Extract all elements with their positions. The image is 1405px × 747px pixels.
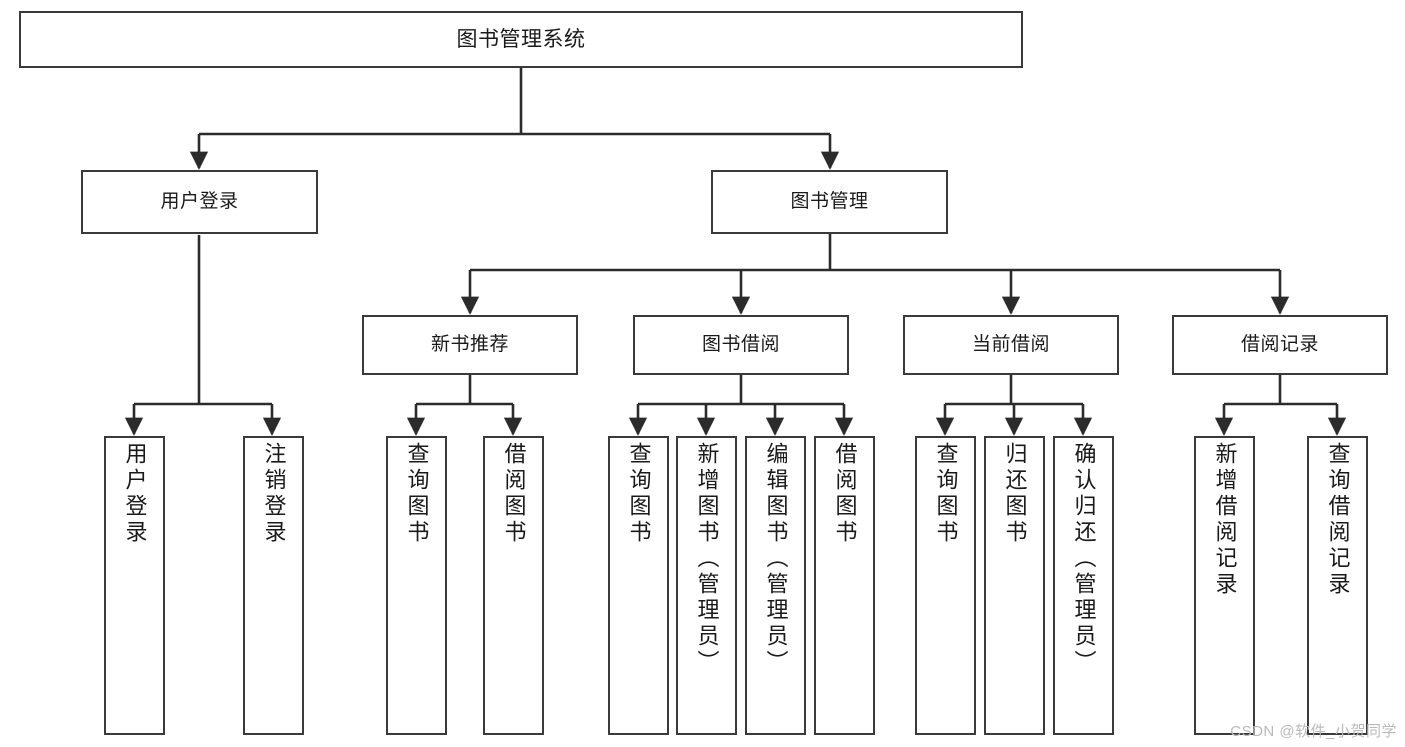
node-borrow-records[interactable]: 借阅记录: [1172, 315, 1388, 375]
node-book-management[interactable]: 图书管理: [711, 170, 948, 234]
leaf-user-login-signin[interactable]: 用户登录: [104, 436, 165, 735]
leaf-current-query-book[interactable]: 查询图书: [915, 436, 976, 735]
node-label: 用户登录: [122, 442, 148, 546]
node-label: 当前借阅: [971, 334, 1050, 356]
node-label: 用户登录: [160, 191, 239, 213]
leaf-borrow-borrow-book[interactable]: 借阅图书: [814, 436, 875, 735]
watermark-text: CSDN @软件_小贺同学: [1230, 723, 1397, 740]
node-label: 查询图书: [404, 442, 430, 546]
leaf-user-login-signout[interactable]: 注销登录: [243, 436, 304, 735]
node-current-borrow[interactable]: 当前借阅: [903, 315, 1119, 375]
node-label: 借阅图书: [501, 442, 527, 546]
leaf-new-book-borrow[interactable]: 借阅图书: [483, 436, 544, 735]
node-label: 查询图书: [626, 442, 652, 546]
node-label: 图书管理系统: [456, 27, 586, 51]
node-new-book-recommend[interactable]: 新书推荐: [362, 315, 578, 375]
leaf-current-return-book[interactable]: 归还图书: [984, 436, 1045, 735]
node-label: 新书推荐: [430, 334, 509, 356]
node-label: 查询借阅记录: [1325, 442, 1351, 598]
leaf-records-add-record[interactable]: 新增借阅记录: [1194, 436, 1255, 735]
node-label: 确认归还（管理员）: [1071, 442, 1097, 676]
node-label: 注销登录: [261, 442, 287, 546]
node-label: 查询图书: [933, 442, 959, 546]
leaf-current-confirm-return[interactable]: 确认归还（管理员）: [1053, 436, 1114, 735]
node-label: 新增图书（管理员）: [694, 442, 720, 676]
leaf-borrow-add-book[interactable]: 新增图书（管理员）: [676, 436, 737, 735]
node-label: 图书管理: [790, 191, 869, 213]
node-root-system[interactable]: 图书管理系统: [19, 11, 1023, 68]
node-label: 归还图书: [1002, 442, 1028, 546]
node-label: 借阅记录: [1240, 334, 1319, 356]
node-label: 新增借阅记录: [1212, 442, 1238, 598]
leaf-records-query-record[interactable]: 查询借阅记录: [1307, 436, 1368, 735]
node-label: 图书借阅: [701, 334, 780, 356]
node-user-login[interactable]: 用户登录: [81, 170, 318, 234]
leaf-borrow-edit-book[interactable]: 编辑图书（管理员）: [745, 436, 806, 735]
leaf-borrow-query-book[interactable]: 查询图书: [608, 436, 669, 735]
leaf-new-book-query[interactable]: 查询图书: [386, 436, 447, 735]
node-book-borrow[interactable]: 图书借阅: [633, 315, 849, 375]
node-label: 编辑图书（管理员）: [763, 442, 789, 676]
node-label: 借阅图书: [832, 442, 858, 546]
